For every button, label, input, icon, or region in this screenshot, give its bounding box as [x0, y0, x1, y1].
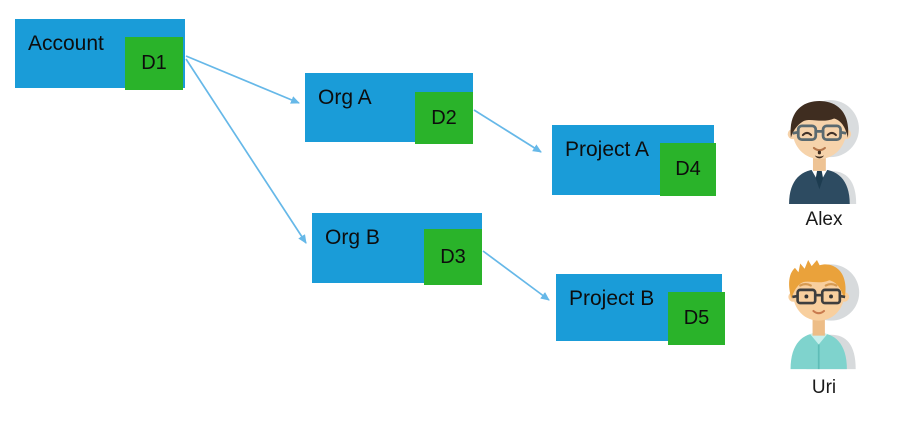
node-org-a-label: Org A: [318, 86, 372, 109]
node-project-b: Project B D5: [556, 274, 725, 345]
edge-d2-projecta: [473, 109, 542, 153]
deployment-badge-d5: D5: [668, 292, 725, 345]
node-project-b-label: Project B: [569, 287, 655, 310]
deployment-badge-d1: D1: [125, 37, 183, 90]
deployment-badge-d2: D2: [415, 92, 473, 144]
node-org-b-label: Org B: [325, 226, 380, 249]
node-org-b: Org B D3: [312, 213, 482, 285]
edge-d3-projectb: [482, 250, 550, 301]
user-uri-name: Uri: [811, 377, 837, 398]
user-alex: Alex: [776, 90, 872, 231]
alex-avatar-icon: [787, 100, 859, 204]
deployment-badge-d4: D4: [660, 143, 716, 196]
node-account: Account D1: [15, 19, 185, 90]
user-uri: Uri: [778, 250, 870, 399]
uri-avatar-icon: [788, 259, 860, 370]
node-project-a: Project A D4: [552, 125, 716, 196]
node-account-label: Account: [28, 32, 104, 55]
node-project-a-label: Project A: [565, 138, 650, 161]
edge-d1-orga: [185, 55, 300, 104]
deployment-badge-d3: D3: [424, 229, 482, 285]
node-org-a: Org A D2: [305, 73, 473, 144]
edge-d1-orgb: [185, 58, 307, 244]
user-alex-name: Alex: [805, 209, 843, 230]
